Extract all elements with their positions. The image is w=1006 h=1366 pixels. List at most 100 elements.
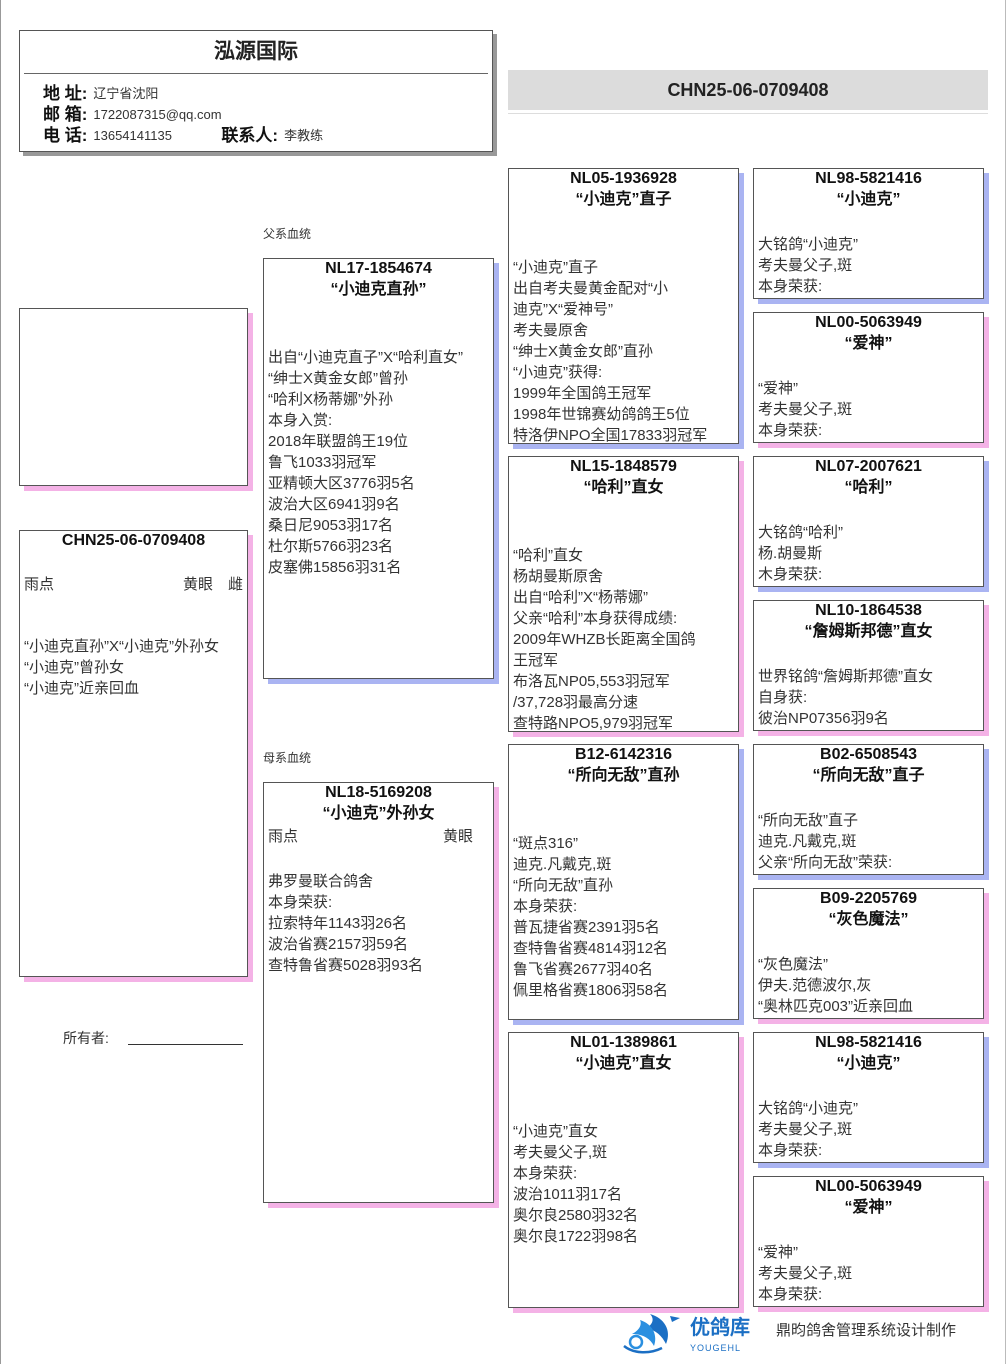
info-line: 伊夫.范德波尔,灰 — [758, 977, 872, 994]
pedigree-card: NL98-5821416“小迪克”大铭鸽“小迪克”考夫曼父子,斑本身荣获: — [753, 1032, 984, 1163]
pedigree-card: B09-2205769“灰色魔法”“灰色魔法”伊夫.范德波尔,灰“奥林匹克003… — [753, 888, 984, 1019]
pigeon-name: “小迪克”外孙女 — [322, 805, 435, 822]
info-line: “小迪克”曾孙女 — [24, 659, 124, 676]
pedigree-card: NL10-1864538“詹姆斯邦德”直女世界铭鸽“詹姆斯邦德”直女自身获:彼治… — [753, 600, 984, 731]
info-line: 拉索特年1143羽26名 — [268, 915, 407, 932]
ring-number: NL10-1864538 — [815, 602, 922, 619]
info-line: 奥尔良2580羽32名 — [513, 1207, 639, 1224]
info-line: 王冠军 — [513, 652, 559, 669]
pigeon-attributes: 雨点黄眼雌 — [24, 575, 243, 595]
pigeon-name: “小迪克” — [836, 191, 901, 208]
pigeon-name: “小迪克” — [836, 1055, 901, 1072]
ring-number: NL07-2007621 — [815, 458, 922, 475]
ring-number: B02-6508543 — [820, 746, 917, 763]
info-line: “小迪克”直女 — [513, 1123, 598, 1140]
email-row: 邮 箱: 1722087315@qq.com — [43, 105, 222, 125]
info-line: “小迪克”近亲回血 — [24, 680, 139, 697]
info-line: 普瓦捷省赛2391羽5名 — [513, 919, 660, 936]
info-line: 亚精顿大区3776羽5名 — [268, 475, 415, 492]
info-line: 2009年WHZB长距离全国鸽 — [513, 631, 696, 648]
pigeon-name: “小迪克”直子 — [575, 191, 672, 208]
info-line: 鲁飞1033羽冠军 — [268, 454, 377, 471]
info-line: 本身荣获: — [513, 1165, 578, 1182]
info-line: “小迪克”获得: — [513, 364, 603, 381]
address-label: 地 址: — [43, 84, 88, 103]
ring-number: NL98-5821416 — [815, 170, 922, 187]
pedigree-card: NL17-1854674“小迪克直孙”出自“小迪克直子”X“哈利直女”“绅士X黄… — [263, 258, 494, 679]
info-line: “小迪克”直子 — [513, 259, 598, 276]
info-line: 波治省赛2157羽59名 — [268, 936, 409, 953]
ring-number: B12-6142316 — [575, 746, 672, 763]
info-line: “哈利”直女 — [513, 547, 583, 564]
info-line: “所向无敌”直孙 — [513, 877, 613, 894]
info-line: 特洛伊NPO全国17833羽冠军 — [513, 427, 708, 444]
info-line: 父亲“所向无敌”荣获: — [758, 854, 893, 871]
info-line: 本身荣获: — [513, 898, 578, 915]
info-line: 出自“小迪克直子”X“哈利直女” — [268, 349, 463, 366]
dam-line-label: 母系血统 — [263, 751, 312, 765]
eye-color: 黄眼 — [442, 828, 473, 845]
pigeon-name: “爱神” — [844, 1199, 893, 1216]
info-line: “绅士X黄金女郎”直孙 — [513, 343, 653, 360]
pigeon-name: “所向无敌”直子 — [812, 767, 925, 784]
info-line: 1998年世锦赛幼鸽鸽王5位 — [513, 406, 690, 423]
divider — [24, 73, 488, 74]
pedigree-card: NL07-2007621“哈利”大铭鸽“哈利”杨.胡曼斯木身荣获: — [753, 456, 984, 587]
pedigree-card: NL18-5169208“小迪克”外孙女雨点黄眼弗罗曼联合鸽舍本身荣获:拉索特年… — [263, 782, 494, 1203]
ring-number: NL05-1936928 — [570, 170, 677, 187]
info-line: 本身荣获: — [758, 278, 823, 295]
info-line: 鲁飞省赛2677羽40名 — [513, 961, 654, 978]
info-line: 大铭鸽“小迪克” — [758, 236, 858, 253]
pigeon-attributes: 雨点 黄眼 — [268, 827, 489, 847]
info-line: 迪克.凡戴克,斑 — [513, 856, 612, 873]
info-line: 迪克.凡戴克,斑 — [758, 833, 857, 850]
ring-number: NL00-5063949 — [815, 1178, 922, 1195]
brand-name-en: YOUGEHL — [690, 1343, 742, 1353]
info-line: 本身荣获: — [758, 422, 823, 439]
info-line: 迪克”X“爱神号” — [513, 301, 613, 318]
ring-number: NL18-5169208 — [325, 784, 432, 801]
pigeon-name: “小迪克”直女 — [575, 1055, 672, 1072]
pigeon-name: “爱神” — [844, 335, 893, 352]
email-label: 邮 箱: — [43, 105, 88, 124]
info-line: 皮塞佛15856羽31名 — [268, 559, 402, 576]
ring-number: NL17-1854674 — [325, 260, 432, 277]
pigeon-name: “灰色魔法” — [828, 911, 909, 928]
pigeon-name: “所向无敌”直孙 — [567, 767, 680, 784]
info-line: 桑日尼9053羽17名 — [268, 517, 394, 534]
info-line: 大铭鸽“小迪克” — [758, 1100, 858, 1117]
pedigree-card: B12-6142316“所向无敌”直孙“斑点316”迪克.凡戴克,斑“所向无敌”… — [508, 744, 739, 1020]
photo-placeholder — [19, 308, 248, 486]
pigeon-name: “詹姆斯邦德”直女 — [804, 623, 933, 640]
info-line: “哈利X杨蒂娜”外孙 — [268, 391, 393, 408]
yougeku-logo-icon — [623, 1314, 680, 1354]
pedigree-card: NL05-1936928“小迪克”直子“小迪克”直子出自考夫曼黄金配对“小迪克”… — [508, 168, 739, 444]
info-line: 查特鲁省赛4814羽12名 — [513, 940, 669, 957]
phone-label: 电 话: — [43, 126, 88, 145]
divider — [508, 113, 988, 114]
info-line: 考夫曼父子,斑 — [758, 401, 853, 418]
info-line: “所向无敌”直子 — [758, 812, 858, 829]
sire-line-label: 父系血统 — [263, 227, 312, 241]
pigeon-name: “哈利” — [844, 479, 893, 496]
contact-label: 联系人: — [221, 126, 279, 145]
info-line: “小迪克直孙”X“小迪克”外孙女 — [24, 638, 219, 655]
info-line: 彼治NP07356羽9名 — [758, 710, 889, 727]
info-line: “绅士X黄金女郎”曾孙 — [268, 370, 408, 387]
email-value: 1722087315@qq.com — [93, 107, 222, 122]
pedigree-card: NL01-1389861“小迪克”直女“小迪克”直女考夫曼父子,斑本身荣获:波治… — [508, 1032, 739, 1308]
pedigree-card: NL00-5063949“爱神”“爱神”考夫曼父子,斑本身荣获: — [753, 1176, 984, 1307]
ring-number: NL00-5063949 — [815, 314, 922, 331]
ring-number: NL15-1848579 — [570, 458, 677, 475]
info-line: 杜尔斯5766羽23名 — [268, 538, 394, 555]
info-line: 父亲“哈利”本身获得成绩: — [513, 610, 678, 627]
info-line: 考夫曼父子,斑 — [758, 1265, 853, 1282]
info-line: “奥林匹克003”近亲回血 — [758, 998, 914, 1015]
info-line: 弗罗曼联合鸽舍 — [268, 873, 374, 890]
feather-color: 雨点 — [268, 828, 299, 845]
owner-signature-line — [128, 1044, 243, 1045]
info-line: 木身荣获: — [758, 566, 823, 583]
phone-value: 13654141135 — [93, 128, 172, 143]
info-line: “爱神” — [758, 380, 798, 397]
